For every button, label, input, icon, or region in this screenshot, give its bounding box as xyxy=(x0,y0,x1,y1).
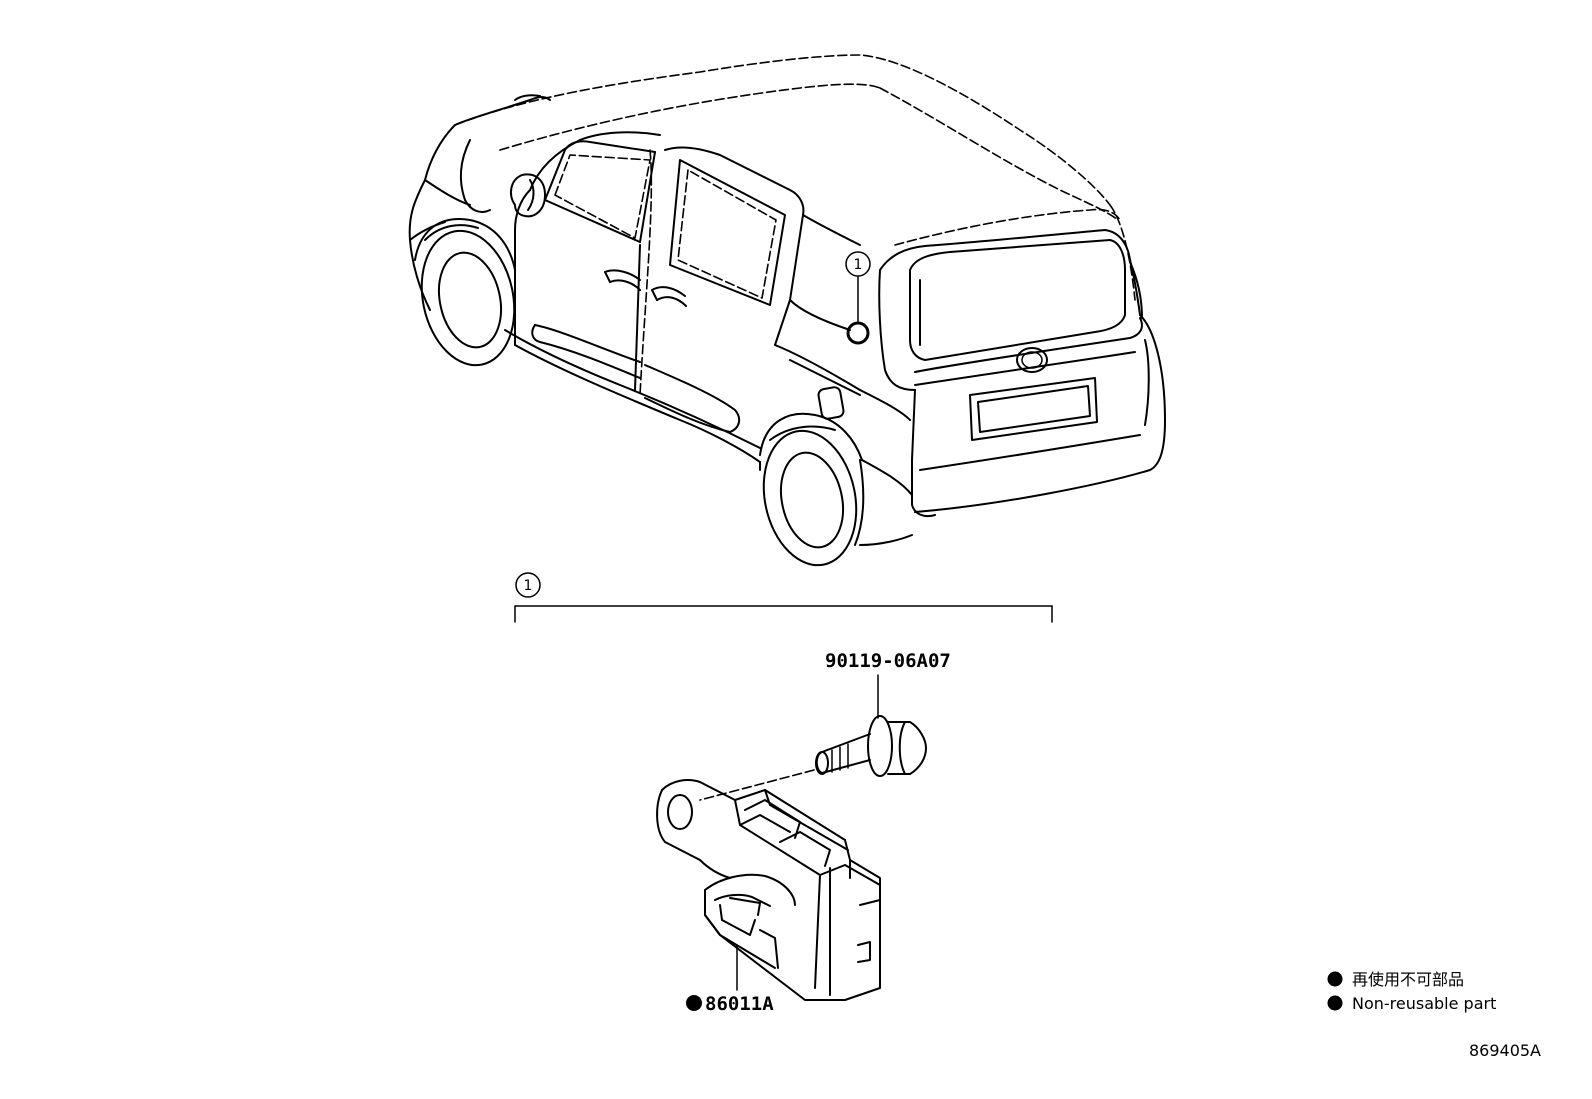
non-reusable-bullet-icon xyxy=(686,995,702,1011)
legend-english: Non-reusable part xyxy=(1352,994,1496,1013)
flange-bolt-icon xyxy=(815,715,927,777)
minivan-rear-view-icon: 1 xyxy=(408,54,1166,567)
group-bracket: 1 xyxy=(514,572,1053,623)
module-part-number: 86011A xyxy=(705,993,774,1015)
callout-number-car: 1 xyxy=(854,257,863,273)
legend-bullet-icon-jp xyxy=(1327,971,1343,987)
camera-module-bracket-icon xyxy=(656,779,881,1001)
reference-code: 869405A xyxy=(1469,1041,1541,1060)
callout-number-group: 1 xyxy=(524,578,533,594)
bolt-part-number: 90119-06A07 xyxy=(825,650,951,672)
legend-japanese: 再使用不可部品 xyxy=(1352,970,1464,989)
legend-bullet-icon-en xyxy=(1327,995,1343,1011)
bolt-part: 90119-06A07 xyxy=(815,650,951,777)
location-marker-1: 1 xyxy=(845,251,871,345)
assembly-guide-line xyxy=(699,769,815,801)
module-part-label: 86011A xyxy=(686,944,774,1015)
legend: 再使用不可部品 Non-reusable part xyxy=(1327,970,1496,1013)
